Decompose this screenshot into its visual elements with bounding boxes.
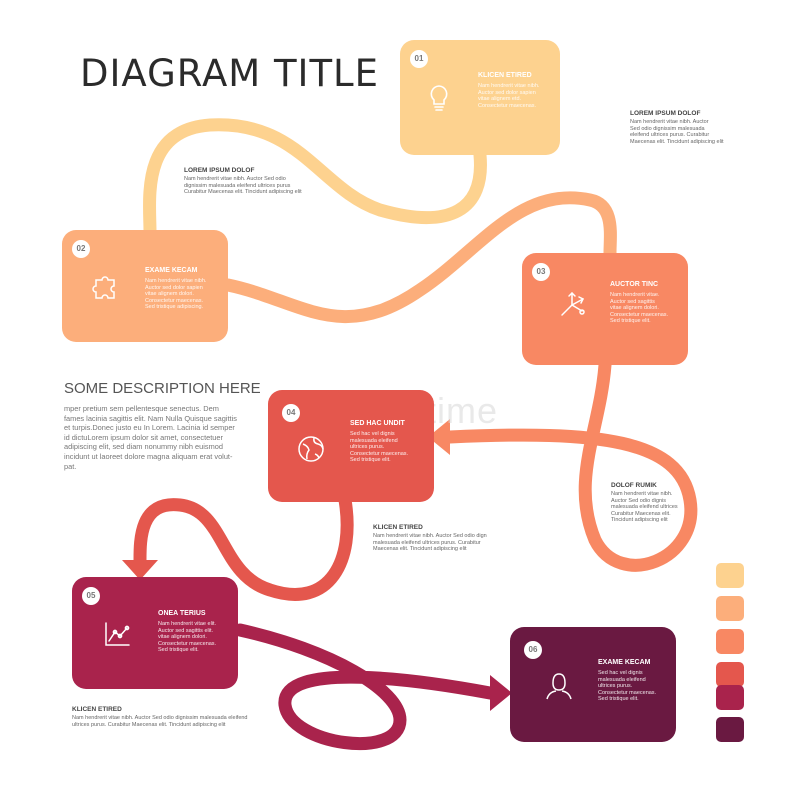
step-heading: ONEA TERIUS <box>158 610 206 617</box>
note-body: Nam hendrerit vitae nibh. Auctor Sed odi… <box>630 119 724 145</box>
step-heading: SED HAC UNDIT <box>350 420 405 427</box>
step-heading: KLICEN ETIRED <box>478 72 532 79</box>
step-card-02: 02 EXAME KECAM Nam hendrerit vitae nibh.… <box>62 230 228 342</box>
note-body: Nam hendrerit vitae nibh. Auctor Sed odi… <box>373 533 487 553</box>
step-card-06: 06 EXAME KECAM Sed hac vel dignis malesu… <box>510 627 676 742</box>
color-swatch-2 <box>716 596 744 621</box>
step-body: Nam hendrerit vitae nibh. Auctor sed dol… <box>478 83 540 109</box>
step-number-badge: 06 <box>524 641 542 659</box>
step-number-badge: 02 <box>72 240 90 258</box>
note-lorem-ipsum-right: LOREM IPSUM DOLOF Nam hendrerit vitae ni… <box>630 110 724 145</box>
step-body: Sed hac vel dignis malesuada eleifend ul… <box>350 431 409 464</box>
arrow-head-6 <box>490 675 512 711</box>
color-swatch-4 <box>716 662 744 687</box>
globe-icon <box>294 432 328 466</box>
step-body: Nam hendrerit vitae. Auctor sed sagittis… <box>610 292 669 325</box>
note-heading: LOREM IPSUM DOLOF <box>630 110 701 117</box>
note-klicen-etired-bottom: KLICEN ETIRED Nam hendrerit vitae nibh. … <box>72 706 248 728</box>
step-card-04: 04 SED HAC UNDIT Sed hac vel dignis male… <box>268 390 434 502</box>
step-card-03: 03 AUCTOR TINC Nam hendrerit vitae. Auct… <box>522 253 688 365</box>
color-swatch-1 <box>716 563 744 588</box>
description-title: SOME DESCRIPTION HERE <box>64 380 261 397</box>
lightbulb-icon <box>422 80 456 114</box>
note-body: Nam hendrerit vitae nibh. Auctor Sed odi… <box>72 715 248 728</box>
step-body: Sed hac vel dignis malesuada eleifend ul… <box>598 670 657 703</box>
step-heading: EXAME KECAM <box>145 267 198 274</box>
note-heading: KLICEN ETIRED <box>72 706 122 713</box>
note-body: Nam hendrerit vitae nibh. Auctor Sed odi… <box>611 491 678 524</box>
step-card-01: 01 KLICEN ETIRED Nam hendrerit vitae nib… <box>400 40 560 155</box>
step-number-badge: 03 <box>532 263 550 281</box>
color-swatch-6 <box>716 717 744 742</box>
note-klicen-etired-center: KLICEN ETIRED Nam hendrerit vitae nibh. … <box>373 524 487 553</box>
connector-1-to-2 <box>143 118 487 239</box>
color-swatch-3 <box>716 629 744 654</box>
color-swatch-5 <box>716 685 744 710</box>
note-heading: DOLOF RUMIK <box>611 482 657 489</box>
puzzle-icon <box>88 270 122 304</box>
description-body: mper pretium sem pellentesque senectus. … <box>64 404 237 471</box>
arrow-head-4 <box>428 419 450 455</box>
connector-4-to-5 <box>133 493 354 601</box>
step-card-05: 05 ONEA TERIUS Nam hendrerit vitae elit.… <box>72 577 238 689</box>
note-heading: LOREM IPSUM DOLOF <box>184 167 255 174</box>
step-number-badge: 04 <box>282 404 300 422</box>
connector-3-to-4 <box>443 358 698 572</box>
note-dolof-rumik: DOLOF RUMIK Nam hendrerit vitae nibh. Au… <box>611 482 678 524</box>
line-chart-icon <box>100 617 134 651</box>
step-number-badge: 05 <box>82 587 100 605</box>
note-lorem-ipsum-left: LOREM IPSUM DOLOF Nam hendrerit vitae ni… <box>184 167 302 196</box>
connector-2-to-3 <box>221 191 617 324</box>
step-heading: AUCTOR TINC <box>610 281 659 288</box>
connector-5-to-6 <box>233 623 497 750</box>
user-icon <box>542 669 576 703</box>
step-body: Nam hendrerit vitae elit. Auctor sed sag… <box>158 621 217 654</box>
arrow-head-5 <box>122 560 158 580</box>
note-heading: KLICEN ETIRED <box>373 524 423 531</box>
step-body: Nam hendrerit vitae nibh. Auctor sed dol… <box>145 278 207 311</box>
diagram-title: DIAGRAM TITLE <box>80 52 380 95</box>
note-body: Nam hendrerit vitae nibh. Auctor Sed odi… <box>184 176 302 196</box>
step-number-badge: 01 <box>410 50 428 68</box>
arrows-branch-icon <box>556 287 590 321</box>
step-heading: EXAME KECAM <box>598 659 651 666</box>
